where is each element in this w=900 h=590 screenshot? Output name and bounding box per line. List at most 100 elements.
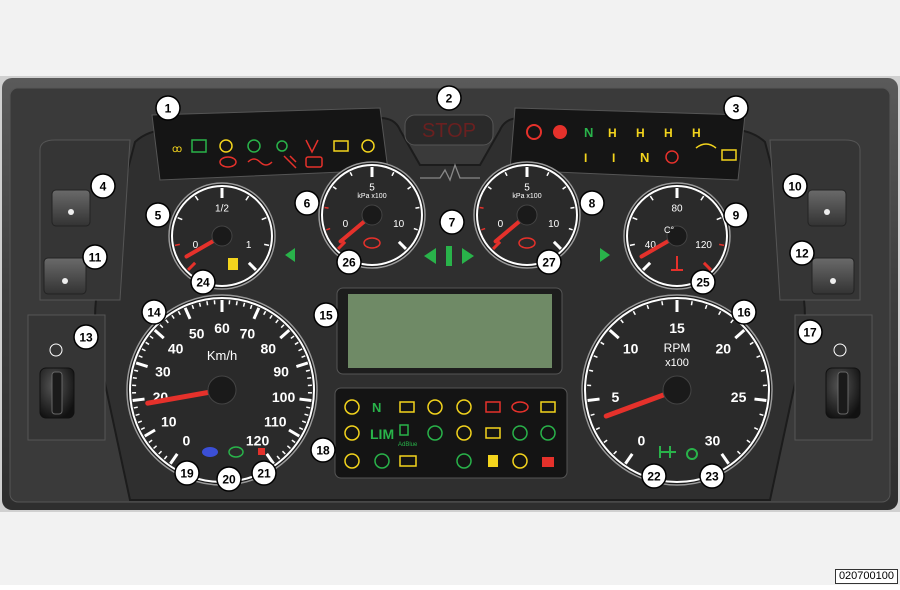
lock-icon xyxy=(542,457,554,467)
callout-number: 22 xyxy=(647,470,661,484)
right-upper-button-dot xyxy=(824,209,830,215)
fuel-gauge-tick xyxy=(264,244,269,245)
callout-number: 6 xyxy=(304,197,311,211)
right-lower-button[interactable] xyxy=(812,258,854,294)
air-pressure-gauge-1-tick-label: 10 xyxy=(393,219,405,230)
callout-number: 15 xyxy=(319,309,333,323)
callout-number: 20 xyxy=(222,473,236,487)
neutral-left-icon: N xyxy=(584,125,593,140)
speedometer-tick xyxy=(299,399,311,400)
right-lower-button-dot xyxy=(830,278,836,284)
speedometer-tick-label: 100 xyxy=(272,389,296,405)
tachometer-tick xyxy=(588,399,600,400)
callout-number: 10 xyxy=(788,180,802,194)
speedometer-tick xyxy=(199,303,200,307)
glow-plug-icon: ꝏ xyxy=(172,144,182,155)
tachometer-tick xyxy=(691,301,692,305)
coolant-temp-gauge-tick xyxy=(630,244,635,245)
speedometer-tick xyxy=(133,399,145,400)
left-lower-button[interactable] xyxy=(44,258,86,294)
speedometer-tick-label: 60 xyxy=(214,320,230,336)
callout-number: 4 xyxy=(100,180,107,194)
callout-18: 18 xyxy=(311,438,335,462)
callout-number: 1 xyxy=(165,102,172,116)
abs-icon xyxy=(553,125,567,139)
callout-number: 11 xyxy=(89,251,102,265)
speedometer-tick xyxy=(307,378,311,379)
fuel-pump-icon xyxy=(228,258,238,270)
speedometer-tick-label: 110 xyxy=(264,414,287,430)
air-pressure-gauge-2-tick-label: 0 xyxy=(498,219,504,230)
top-band xyxy=(0,0,900,76)
callout-26: 26 xyxy=(337,250,361,274)
callout-13: 13 xyxy=(74,325,98,349)
trailer-indicator-icon xyxy=(446,246,452,266)
air-pressure-gauge-1-hub xyxy=(362,205,382,225)
temp-unit: C° xyxy=(664,225,674,235)
speedometer-tick-label: 70 xyxy=(240,325,256,341)
callout-6: 6 xyxy=(295,191,319,215)
speed-unit: Km/h xyxy=(207,348,237,363)
callout-16: 16 xyxy=(732,300,756,324)
rpm-multiplier: x100 xyxy=(665,357,689,369)
callout-22: 22 xyxy=(642,464,666,488)
speedometer-tick-label: 50 xyxy=(189,325,205,341)
tachometer-tick-label: 15 xyxy=(669,320,685,336)
speed-limiter-icon: LIM xyxy=(370,426,394,442)
fuel-gauge-tick-label: 1/2 xyxy=(215,204,229,215)
callout-14: 14 xyxy=(142,300,166,324)
fuel-gauge-tick xyxy=(175,244,180,245)
callout-number: 2 xyxy=(446,92,453,106)
air-pressure-gauge-1-tick xyxy=(325,207,329,208)
tachometer-tick-label: 20 xyxy=(716,341,732,357)
air-pressure-gauge-2-tick xyxy=(480,207,484,208)
speedometer-tick xyxy=(207,301,208,305)
callout-number: 26 xyxy=(342,256,356,270)
callout-number: 12 xyxy=(795,247,809,261)
tacho-warning-icon xyxy=(258,448,265,455)
speedometer-tick xyxy=(306,407,310,408)
callout-15: 15 xyxy=(314,303,338,327)
air-pressure-gauge-2-tick-label: 10 xyxy=(548,219,560,230)
callout-number: 17 xyxy=(803,326,817,340)
air-pressure-gauge-1-tick-label: 5 xyxy=(369,183,375,194)
tachometer-tick xyxy=(662,301,663,305)
pto2-icon: I xyxy=(612,151,615,165)
figure-code: 020700100 xyxy=(835,569,898,584)
fuel-gauge: 01/21 xyxy=(169,183,275,289)
seat-belt-icon xyxy=(488,455,498,467)
callout-27: 27 xyxy=(537,250,561,274)
tachometer-tick xyxy=(589,370,593,371)
callout-number: 14 xyxy=(147,306,161,320)
callout-number: 24 xyxy=(196,276,210,290)
callout-number: 19 xyxy=(180,467,194,481)
callout-2: 2 xyxy=(437,86,461,110)
speedometer-tick xyxy=(134,370,138,371)
callout-number: 3 xyxy=(733,102,740,116)
callout-9: 9 xyxy=(724,203,748,227)
callout-17: 17 xyxy=(798,320,822,344)
callout-7: 7 xyxy=(440,210,464,234)
axle-lock-icon: H xyxy=(608,126,617,140)
callout-number: 16 xyxy=(737,306,751,320)
speedometer-tick xyxy=(236,301,237,305)
tachometer-tick xyxy=(761,370,765,371)
adblue-label: AdBlue xyxy=(398,442,418,448)
callout-10: 10 xyxy=(783,174,807,198)
callout-5: 5 xyxy=(146,203,170,227)
speedometer-tick-label: 0 xyxy=(183,433,191,449)
callout-number: 9 xyxy=(733,209,740,223)
high-beam-icon xyxy=(202,447,218,457)
right-knob-grip xyxy=(838,372,848,414)
stop-label: STOP xyxy=(422,120,476,142)
speedometer-tick-label: 90 xyxy=(273,363,289,379)
callout-8: 8 xyxy=(580,191,604,215)
callout-number: 5 xyxy=(155,209,162,223)
tachometer-hub xyxy=(663,376,691,404)
left-lower-button-dot xyxy=(62,278,68,284)
left-upper-button[interactable] xyxy=(52,190,90,226)
callout-number: 18 xyxy=(316,444,330,458)
right-upper-button[interactable] xyxy=(808,190,846,226)
